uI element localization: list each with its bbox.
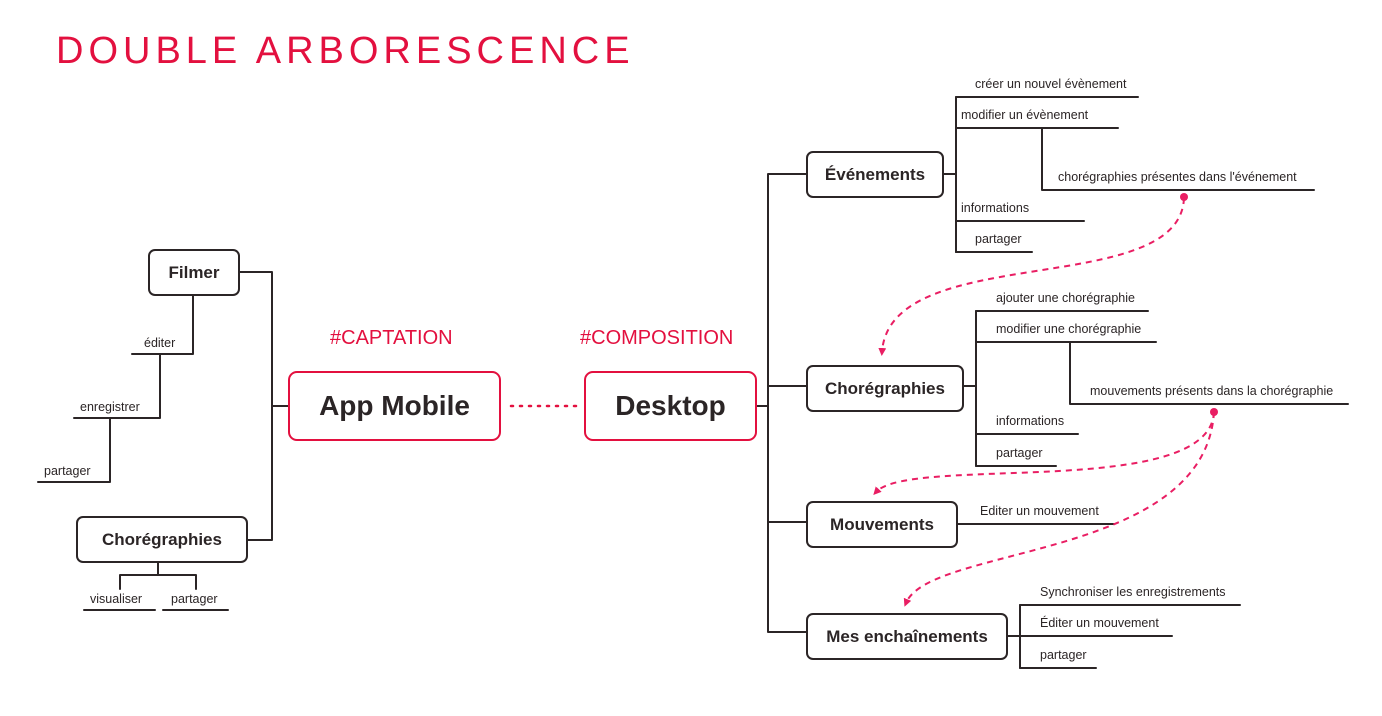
leaf-partager-enchainements: partager [1040, 648, 1087, 662]
leaf-partager-choregraphies-right: partager [996, 446, 1043, 460]
leaf-ajouter-choregraphie: ajouter une chorégraphie [996, 291, 1135, 305]
leaf-choregraphies-presentes: chorégraphies présentes dans l'événement [1058, 170, 1297, 184]
captation-tag: #CAPTATION [330, 327, 453, 349]
page-title: DOUBLE ARBORESCENCE [56, 30, 635, 72]
leaf-enregistrer: enregistrer [80, 400, 140, 414]
link-dot-choregraphies [1210, 408, 1218, 416]
link-dot-evenements [1180, 193, 1188, 201]
choregraphies-right-node: Chorégraphies [806, 365, 964, 412]
leaf-modifier-evenement: modifier un évènement [961, 108, 1089, 122]
evenements-node: Événements [806, 151, 944, 198]
composition-trunk [767, 173, 807, 633]
composition-tag: #COMPOSITION [580, 327, 734, 349]
leaf-editer-mouvement-enchainements: Éditer un mouvement [1040, 616, 1159, 630]
link-choregraphies-to-enchainements [903, 411, 1215, 607]
filmer-branch-enregistrer [73, 353, 161, 419]
desktop-node: Desktop [584, 371, 757, 441]
leaf-partager-choregraphies: partager [171, 592, 218, 606]
leaf-partager-evenements: partager [975, 232, 1022, 246]
choregraphies-sub-mouvements [1069, 341, 1349, 405]
leaf-synchroniser: Synchroniser les enregistrements [1040, 585, 1226, 599]
evenements-sub-choregraphies [1041, 127, 1315, 191]
leaf-editer-mouvement: Editer un mouvement [980, 504, 1099, 518]
captation-trunk [239, 271, 273, 541]
leaf-informations-choregraphies: informations [996, 414, 1065, 428]
leaf-visualiser: visualiser [90, 592, 143, 606]
choregraphies-left-branch [119, 562, 197, 590]
filmer-branch-editer [131, 295, 194, 355]
choregraphies-left-node: Chorégraphies [76, 516, 248, 563]
link-choregraphies-to-mouvements [873, 411, 1215, 495]
link-evenements-to-choregraphies [878, 197, 1185, 356]
evenements-trunk [943, 173, 957, 253]
enchainements-node: Mes enchaînements [806, 613, 1008, 660]
leaf-partager-filmer: partager [44, 464, 91, 478]
leaf-creer-evenement: créer un nouvel évènement [975, 77, 1127, 91]
filmer-node: Filmer [148, 249, 240, 296]
filmer-branch-partager [37, 417, 111, 483]
leaf-informations-evenements: informations [961, 201, 1030, 215]
leaf-modifier-choregraphie: modifier une chorégraphie [996, 322, 1142, 336]
leaf-mouvements-presents: mouvements présents dans la chorégraphie [1090, 384, 1334, 398]
mouvements-node: Mouvements [806, 501, 958, 548]
app-mobile-node: App Mobile [288, 371, 501, 441]
leaf-editer: éditer [144, 336, 176, 350]
